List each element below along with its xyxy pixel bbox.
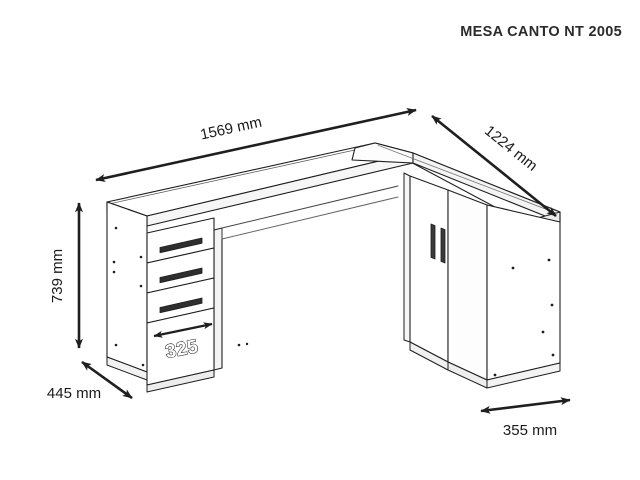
- dimension-label-1569: 1569 mm: [199, 114, 264, 144]
- pedestal-side-panel-left: [106, 201, 148, 381]
- dimension-label-355: 355 mm: [503, 422, 557, 439]
- cabinet-door[interactable]: [409, 175, 449, 363]
- door-cabinet: [403, 172, 561, 389]
- dimension-depth-left: 445 mm: [47, 360, 133, 402]
- page-title: MESA CANTO NT 2005: [460, 24, 622, 40]
- dimension-height-left: 739 mm: [49, 202, 83, 349]
- dimension-label-445: 445 mm: [47, 385, 101, 402]
- drawer-pedestal: [146, 217, 223, 393]
- desk-knee-space: [221, 185, 399, 240]
- dimension-label-1224: 1224 mm: [481, 122, 540, 174]
- dimension-label-739: 739 mm: [49, 249, 66, 303]
- cabinet-door[interactable]: [440, 189, 488, 381]
- dimension-depth-cabinet: 355 mm: [480, 397, 571, 439]
